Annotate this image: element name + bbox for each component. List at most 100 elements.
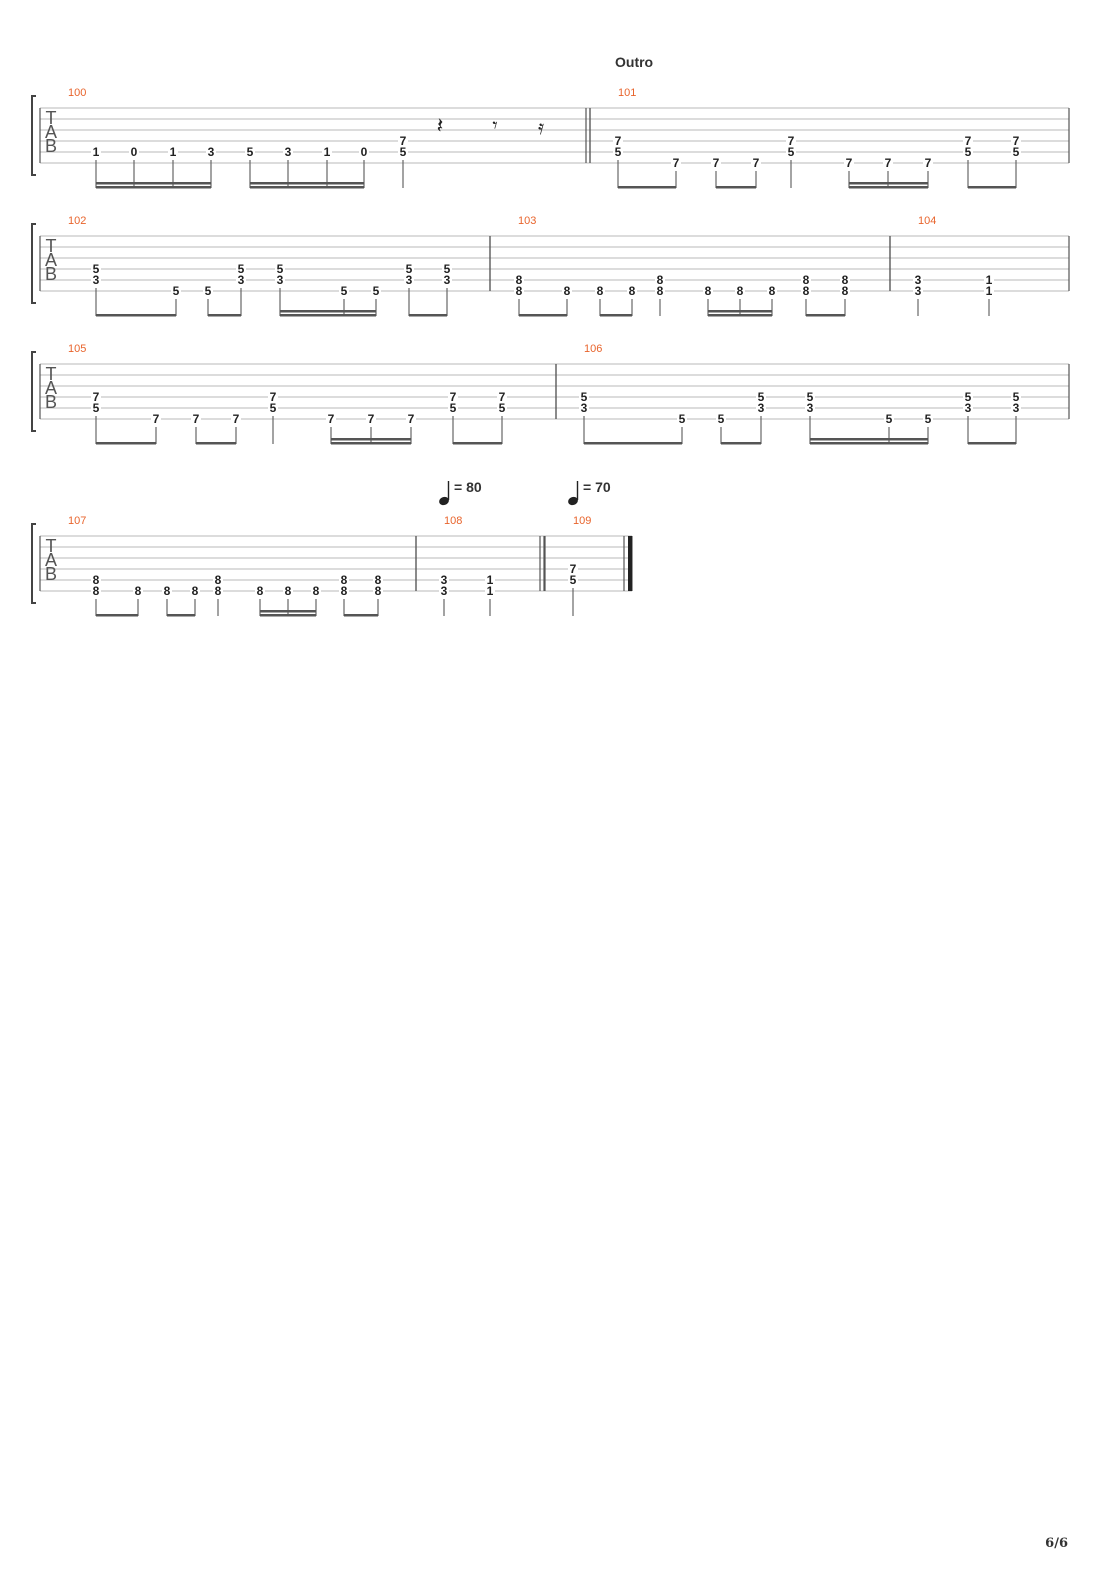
fret-bg xyxy=(311,585,321,597)
fret-bg xyxy=(366,413,376,425)
fret-number: 3 xyxy=(1013,401,1020,415)
fret-bg xyxy=(655,274,665,286)
fret-number: 7 xyxy=(925,156,932,170)
fret-number: 1 xyxy=(487,584,494,598)
fret-bg xyxy=(923,157,933,169)
fret-bg xyxy=(756,402,766,414)
fret-bg xyxy=(786,146,796,158)
fret-bg xyxy=(568,563,578,575)
measure-number: 100 xyxy=(68,87,86,99)
fret-bg xyxy=(1011,391,1021,403)
fret-bg xyxy=(151,413,161,425)
fret-number: 1 xyxy=(170,145,177,159)
note-beam xyxy=(250,186,364,189)
fret-bg xyxy=(595,285,605,297)
fret-number: 8 xyxy=(215,584,222,598)
fret-bg xyxy=(275,274,285,286)
measure-number: 104 xyxy=(918,215,936,227)
fret-number: 5 xyxy=(341,284,348,298)
fret-bg xyxy=(497,402,507,414)
system-bracket xyxy=(31,95,36,176)
quarter-note-icon xyxy=(439,496,449,506)
fret-bg xyxy=(439,585,449,597)
fret-bg xyxy=(168,146,178,158)
fret-bg xyxy=(91,391,101,403)
fret-bg xyxy=(883,157,893,169)
fret-number: 1 xyxy=(93,145,100,159)
fret-number: 3 xyxy=(965,401,972,415)
fret-bg xyxy=(801,285,811,297)
fret-number: 5 xyxy=(93,262,100,276)
note-beam xyxy=(810,442,928,445)
fret-bg xyxy=(439,574,449,586)
fret-number: 8 xyxy=(135,584,142,598)
fret-bg xyxy=(840,274,850,286)
fret-number: 7 xyxy=(93,390,100,404)
fret-number: 5 xyxy=(450,401,457,415)
system-bracket xyxy=(31,523,36,604)
fret-bg xyxy=(206,146,216,158)
fret-number: 3 xyxy=(208,145,215,159)
fret-bg xyxy=(913,285,923,297)
fret-bg xyxy=(984,285,994,297)
fret-bg xyxy=(805,391,815,403)
measure-number: 103 xyxy=(518,215,536,227)
fret-number: 5 xyxy=(400,145,407,159)
fret-number: 8 xyxy=(629,284,636,298)
page-number: 6/6 xyxy=(1045,1536,1068,1551)
fret-bg xyxy=(655,285,665,297)
fret-bg xyxy=(129,146,139,158)
sixteenth-rest-icon: 𝄿 xyxy=(538,117,544,139)
fret-bg xyxy=(190,585,200,597)
fret-number: 8 xyxy=(737,284,744,298)
tab-clef-letter: A xyxy=(45,550,57,570)
fret-bg xyxy=(326,413,336,425)
fret-bg xyxy=(562,285,572,297)
fret-number: 7 xyxy=(270,390,277,404)
fret-bg xyxy=(844,157,854,169)
fret-bg xyxy=(568,574,578,586)
tab-clef-letter: A xyxy=(45,250,57,270)
fret-bg xyxy=(373,585,383,597)
fret-bg xyxy=(716,413,726,425)
note-beam xyxy=(721,442,761,445)
fret-bg xyxy=(801,274,811,286)
fret-bg xyxy=(923,413,933,425)
fret-number: 5 xyxy=(173,284,180,298)
fret-bg xyxy=(442,263,452,275)
fret-number: 7 xyxy=(193,412,200,426)
fret-number: 5 xyxy=(615,145,622,159)
fret-bg xyxy=(213,585,223,597)
fret-number: 8 xyxy=(341,573,348,587)
fret-bg xyxy=(245,146,255,158)
tab-clef-letter: B xyxy=(45,136,57,156)
fret-number: 8 xyxy=(375,573,382,587)
fret-number: 8 xyxy=(516,273,523,287)
fret-number: 3 xyxy=(238,273,245,287)
note-beam-secondary xyxy=(708,310,772,313)
tab-clef-letter: B xyxy=(45,392,57,412)
fret-number: 7 xyxy=(368,412,375,426)
note-beam xyxy=(196,442,236,445)
fret-bg xyxy=(91,274,101,286)
note-beam xyxy=(280,314,376,317)
fret-bg xyxy=(91,585,101,597)
fret-bg xyxy=(371,285,381,297)
fret-bg xyxy=(275,263,285,275)
fret-bg xyxy=(191,413,201,425)
note-beam xyxy=(344,614,378,617)
fret-number: 5 xyxy=(965,390,972,404)
fret-number: 3 xyxy=(758,401,765,415)
note-beam xyxy=(968,442,1016,445)
note-beam xyxy=(968,186,1016,189)
fret-number: 5 xyxy=(1013,390,1020,404)
fret-number: 5 xyxy=(444,262,451,276)
note-beam xyxy=(618,186,676,189)
note-beam xyxy=(584,442,682,445)
fret-number: 7 xyxy=(753,156,760,170)
tab-clef-letter: A xyxy=(45,378,57,398)
fret-number: 7 xyxy=(328,412,335,426)
fret-number: 3 xyxy=(277,273,284,287)
fret-bg xyxy=(613,146,623,158)
note-beam-secondary xyxy=(331,438,411,441)
